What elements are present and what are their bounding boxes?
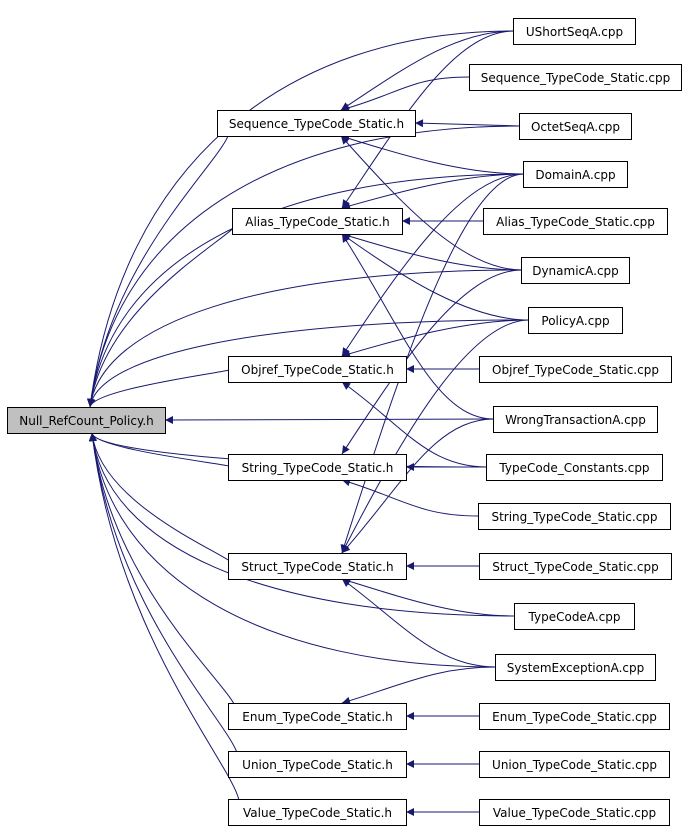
node-string-h[interactable]: String_TypeCode_Static.h	[228, 454, 407, 481]
edge-wrongtransactiona-to-alias_h	[341, 233, 495, 420]
svg-text:Alias_TypeCode_Static.h: Alias_TypeCode_Static.h	[245, 215, 390, 229]
svg-text:OctetSeqA.cpp: OctetSeqA.cpp	[531, 120, 620, 134]
edge-policya-to-struct_h	[341, 319, 530, 554]
node-objref-cpp[interactable]: Objref_TypeCode_Static.cpp	[479, 356, 672, 383]
svg-text:Objref_TypeCode_Static.h: Objref_TypeCode_Static.h	[241, 363, 394, 377]
edge-wrongtransactiona-to-root	[164, 415, 495, 424]
edge-objref_h-to-root	[87, 368, 233, 408]
node-root[interactable]: Null_RefCount_Policy.h	[7, 407, 166, 434]
edge-dynamica-to-alias_h	[341, 232, 523, 271]
node-systemexceptiona-cpp[interactable]: SystemExceptionA.cpp	[495, 654, 656, 681]
edge-union_h-to-root	[88, 432, 239, 765]
node-policya-cpp[interactable]: PolicyA.cpp	[528, 307, 623, 334]
node-ushortseqa-cpp[interactable]: UShortSeqA.cpp	[513, 18, 636, 45]
edge-policya-to-objref_h	[341, 319, 530, 358]
edge-dynamica-to-sequence_h	[340, 135, 523, 271]
edge-string_h-to-root	[88, 432, 233, 468]
edge-alias_h-to-root	[87, 220, 238, 408]
edge-typecodea-to-struct_h	[341, 577, 516, 617]
svg-text:Union_TypeCode_Static.cpp: Union_TypeCode_Static.cpp	[492, 758, 657, 772]
svg-text:Value_TypeCode_Static.cpp: Value_TypeCode_Static.cpp	[493, 806, 656, 820]
node-sequence-h[interactable]: Sequence_TypeCode_Static.h	[217, 110, 416, 137]
edge-value_h-to-root	[88, 432, 240, 813]
node-enum-h[interactable]: Enum_TypeCode_Static.h	[228, 703, 407, 730]
svg-text:Alias_TypeCode_Static.cpp: Alias_TypeCode_Static.cpp	[496, 215, 655, 229]
node-union-h[interactable]: Union_TypeCode_Static.h	[228, 751, 407, 778]
node-objref-h[interactable]: Objref_TypeCode_Static.h	[228, 356, 407, 383]
svg-text:Value_TypeCode_Static.h: Value_TypeCode_Static.h	[243, 806, 392, 820]
node-alias-h[interactable]: Alias_TypeCode_Static.h	[232, 208, 403, 235]
node-struct-cpp[interactable]: Struct_TypeCode_Static.cpp	[479, 553, 672, 580]
svg-text:UShortSeqA.cpp: UShortSeqA.cpp	[526, 25, 623, 39]
svg-text:Sequence_TypeCode_Static.h: Sequence_TypeCode_Static.h	[229, 117, 404, 131]
edge-struct_h-to-root	[88, 432, 234, 567]
edge-wrongtransactiona-to-struct_h	[341, 418, 495, 554]
edge-octetseqa-to-sequence_h	[414, 119, 521, 128]
node-layer: Null_RefCount_Policy.h Sequence_TypeCode…	[7, 18, 682, 826]
edge-systemexceptiona-to-root	[88, 432, 497, 668]
svg-text:TypeCodeA.cpp: TypeCodeA.cpp	[528, 610, 621, 624]
node-struct-h[interactable]: Struct_TypeCode_Static.h	[228, 553, 407, 580]
edge-systemexceptiona-to-enum_h	[341, 666, 497, 705]
node-value-h[interactable]: Value_TypeCode_Static.h	[228, 799, 407, 826]
edge-domaina-to-alias_h	[341, 173, 525, 210]
edge-policya-to-alias_h	[341, 233, 530, 321]
edge-ushortseqa-to-sequence_h	[340, 30, 515, 111]
edge-sequence_cpp-to-sequence_h	[340, 76, 471, 112]
node-union-cpp[interactable]: Union_TypeCode_Static.cpp	[479, 751, 670, 778]
svg-text:Objref_TypeCode_Static.cpp: Objref_TypeCode_Static.cpp	[492, 363, 659, 377]
edge-policya-to-root	[87, 319, 530, 408]
svg-text:Null_RefCount_Policy.h: Null_RefCount_Policy.h	[19, 414, 154, 428]
svg-text:WrongTransactionA.cpp: WrongTransactionA.cpp	[505, 413, 646, 427]
node-value-cpp[interactable]: Value_TypeCode_Static.cpp	[479, 799, 670, 826]
node-alias-cpp[interactable]: Alias_TypeCode_Static.cpp	[483, 208, 668, 235]
node-string-cpp[interactable]: String_TypeCode_Static.cpp	[478, 503, 671, 530]
edge-dynamica-to-root	[87, 269, 523, 408]
edge-typecode_constants-to-objref_h	[341, 381, 488, 468]
svg-text:Enum_TypeCode_Static.cpp: Enum_TypeCode_Static.cpp	[492, 710, 657, 724]
node-dynamica-cpp[interactable]: DynamicA.cpp	[521, 257, 630, 284]
edge-domaina-to-objref_h	[341, 173, 525, 357]
svg-text:String_TypeCode_Static.cpp: String_TypeCode_Static.cpp	[491, 510, 657, 524]
edge-domaina-to-root	[87, 173, 525, 408]
svg-text:Struct_TypeCode_Static.cpp: Struct_TypeCode_Static.cpp	[492, 560, 658, 574]
node-domaina-cpp[interactable]: DomainA.cpp	[523, 161, 628, 188]
node-enum-cpp[interactable]: Enum_TypeCode_Static.cpp	[479, 703, 670, 730]
node-typecode-constants-cpp[interactable]: TypeCode_Constants.cpp	[486, 454, 663, 481]
node-sequence-cpp[interactable]: Sequence_TypeCode_Static.cpp	[469, 64, 682, 91]
edge-enum_h-to-root	[88, 432, 238, 717]
svg-text:Enum_TypeCode_Static.h: Enum_TypeCode_Static.h	[242, 710, 393, 724]
node-typecodea-cpp[interactable]: TypeCodeA.cpp	[514, 603, 635, 630]
svg-text:SystemExceptionA.cpp: SystemExceptionA.cpp	[507, 661, 644, 675]
svg-text:Union_TypeCode_Static.h: Union_TypeCode_Static.h	[242, 758, 393, 772]
svg-text:Struct_TypeCode_Static.h: Struct_TypeCode_Static.h	[241, 560, 393, 574]
svg-text:String_TypeCode_Static.h: String_TypeCode_Static.h	[242, 461, 394, 475]
edge-octetseqa-to-root	[87, 125, 521, 408]
svg-text:TypeCode_Constants.cpp: TypeCode_Constants.cpp	[498, 461, 649, 475]
svg-text:PolicyA.cpp: PolicyA.cpp	[541, 314, 609, 328]
node-wrongtransactiona-cpp[interactable]: WrongTransactionA.cpp	[493, 406, 658, 433]
edge-dynamica-to-string_h	[341, 269, 523, 455]
svg-text:Sequence_TypeCode_Static.cpp: Sequence_TypeCode_Static.cpp	[481, 71, 670, 85]
svg-text:DynamicA.cpp: DynamicA.cpp	[532, 264, 619, 278]
edge-systemexceptiona-to-struct_h	[341, 578, 497, 668]
edge-typecodea-to-root	[88, 432, 516, 617]
edge-ushortseqa-to-alias_h	[341, 30, 515, 209]
edge-string_cpp-to-string_h	[341, 478, 480, 517]
svg-text:DomainA.cpp: DomainA.cpp	[535, 168, 615, 182]
node-octetseqa-cpp[interactable]: OctetSeqA.cpp	[519, 113, 632, 140]
edge-domaina-to-sequence_h	[340, 134, 525, 175]
